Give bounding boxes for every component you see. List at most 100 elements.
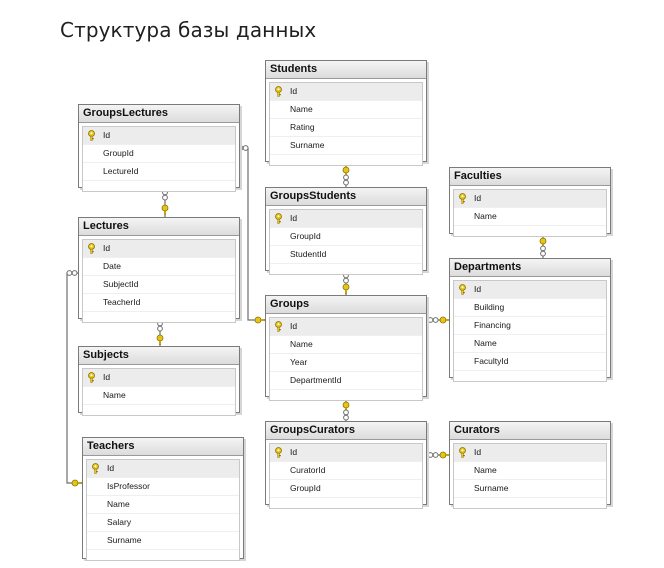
field-name: Id <box>290 213 298 223</box>
primary-key-icon <box>87 130 96 141</box>
table-field[interactable]: Name <box>454 462 606 480</box>
one-end-key-icon <box>156 334 164 345</box>
field-name: GroupId <box>290 483 321 493</box>
primary-key-field[interactable]: Id <box>454 444 606 462</box>
field-name: Id <box>290 86 298 96</box>
table-title: GroupsStudents <box>266 188 426 206</box>
table-title: Students <box>266 61 426 79</box>
primary-key-field[interactable]: Id <box>83 369 235 387</box>
primary-key-field[interactable]: Id <box>454 281 606 299</box>
table-field[interactable]: StudentId <box>270 246 422 264</box>
primary-key-icon <box>274 321 283 332</box>
primary-key-field[interactable]: Id <box>270 210 422 228</box>
table-field[interactable]: Surname <box>270 137 422 155</box>
table-field[interactable]: Financing <box>454 317 606 335</box>
empty-row <box>270 498 422 508</box>
table-field[interactable]: Name <box>454 208 606 226</box>
empty-row <box>454 371 606 381</box>
primary-key-field[interactable]: Id <box>83 240 235 258</box>
primary-key-field[interactable]: Id <box>454 190 606 208</box>
many-end-icon <box>343 409 349 421</box>
table-field[interactable]: SubjectId <box>83 276 235 294</box>
primary-key-icon <box>91 463 100 474</box>
table-field[interactable]: Surname <box>454 480 606 498</box>
field-name: Id <box>290 447 298 457</box>
table-field[interactable]: GroupId <box>270 480 422 498</box>
table-field[interactable]: LectureId <box>83 163 235 181</box>
table-field[interactable]: Name <box>87 496 239 514</box>
many-end-icon <box>162 189 168 201</box>
table-title: Curators <box>450 422 610 440</box>
one-end-key-icon <box>161 204 169 215</box>
table-field[interactable]: Name <box>83 387 235 405</box>
field-name: GroupId <box>290 231 321 241</box>
table-field[interactable]: Building <box>454 299 606 317</box>
field-name: Building <box>474 302 505 312</box>
table-title: Faculties <box>450 168 610 186</box>
field-name: Id <box>474 447 482 457</box>
field-name: Salary <box>107 517 132 527</box>
primary-key-icon <box>274 213 283 224</box>
field-name: Id <box>474 284 482 294</box>
primary-key-icon <box>458 284 467 295</box>
primary-key-icon <box>274 86 283 97</box>
table-field[interactable]: Name <box>270 101 422 119</box>
table-field[interactable]: Name <box>270 336 422 354</box>
table-field[interactable]: CuratorId <box>270 462 422 480</box>
table-field[interactable]: FacultyId <box>454 353 606 371</box>
table-field[interactable]: DepartmentId <box>270 372 422 390</box>
empty-row <box>454 226 606 236</box>
primary-key-field[interactable]: Id <box>270 444 422 462</box>
table-field[interactable]: IsProfessor <box>87 478 239 496</box>
primary-key-field[interactable]: Id <box>87 460 239 478</box>
primary-key-field[interactable]: Id <box>270 318 422 336</box>
field-name: Financing <box>474 320 511 330</box>
table-field[interactable]: GroupId <box>83 145 235 163</box>
empty-row <box>83 181 235 191</box>
table-field[interactable]: Salary <box>87 514 239 532</box>
one-end-key-icon <box>254 316 265 324</box>
table-field[interactable]: Name <box>454 335 606 353</box>
table-title: Groups <box>266 296 426 314</box>
empty-row <box>270 390 422 400</box>
table-field[interactable]: TeacherId <box>83 294 235 312</box>
table-title: Subjects <box>79 347 239 365</box>
table-field[interactable]: Date <box>83 258 235 276</box>
table-field[interactable]: Rating <box>270 119 422 137</box>
many-end-icon <box>427 452 439 458</box>
many-end-icon <box>540 245 546 257</box>
empty-row <box>454 498 606 508</box>
field-name: Name <box>107 499 130 509</box>
primary-key-field[interactable]: Id <box>270 83 422 101</box>
primary-key-icon <box>274 447 283 458</box>
primary-key-field[interactable]: Id <box>83 127 235 145</box>
table-field[interactable]: Year <box>270 354 422 372</box>
table-field[interactable]: GroupId <box>270 228 422 246</box>
table-title: Teachers <box>83 438 243 456</box>
table-title: Departments <box>450 259 610 277</box>
table-field[interactable]: Surname <box>87 532 239 550</box>
field-name: Id <box>107 463 115 473</box>
